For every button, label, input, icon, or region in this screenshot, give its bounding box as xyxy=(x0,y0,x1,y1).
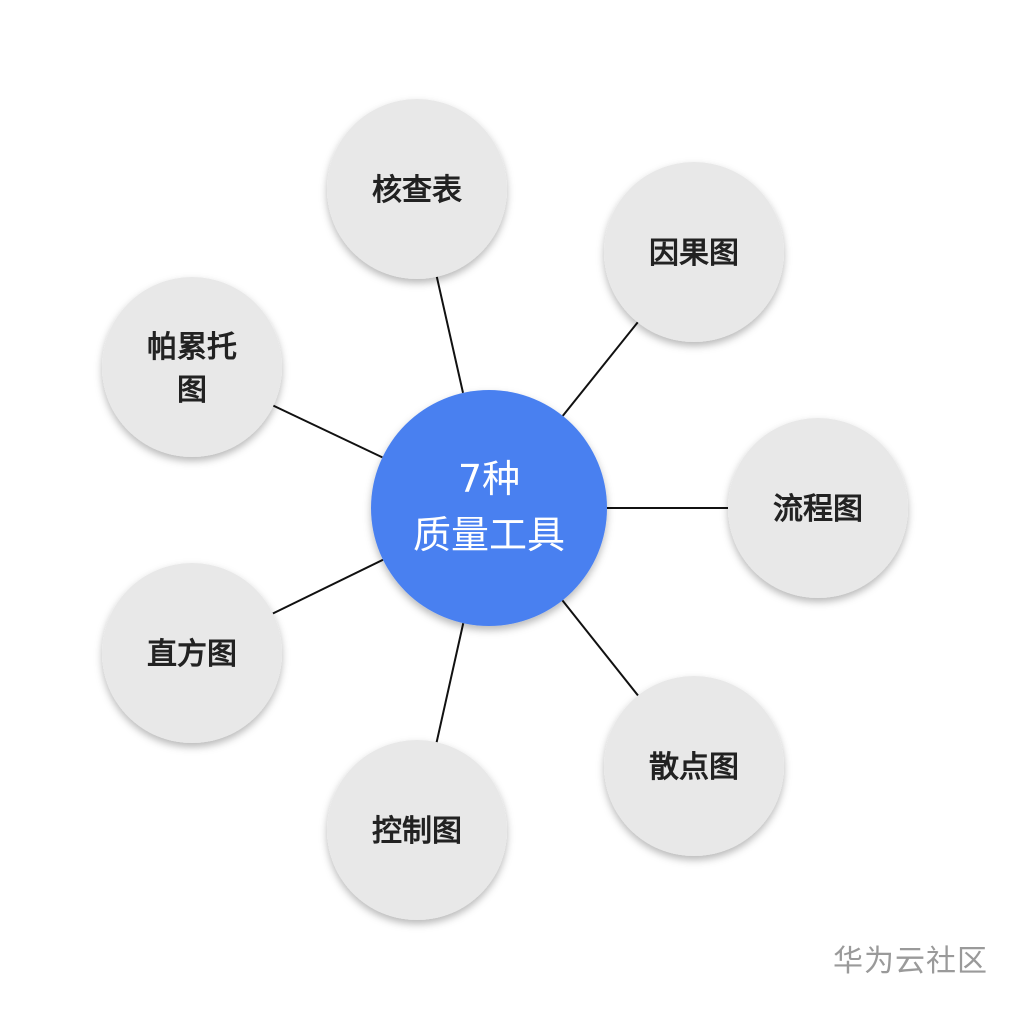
node-label: 散点图 xyxy=(649,750,739,785)
connector-line xyxy=(435,276,464,394)
hub-label-line1: 7种 xyxy=(458,457,520,501)
node-circle xyxy=(327,99,507,279)
node-circle xyxy=(102,563,282,743)
hub-node: 7种 质量工具 xyxy=(371,390,607,626)
node-label: 控制图 xyxy=(372,814,462,849)
connector-line xyxy=(272,404,383,459)
node-histogram: 直方图 xyxy=(102,563,282,743)
connector-line xyxy=(561,321,639,417)
node-circle xyxy=(327,740,507,920)
node-cause-effect: 因果图 xyxy=(604,162,784,342)
node-check-sheet: 核查表 xyxy=(327,99,507,279)
node-flowchart: 流程图 xyxy=(728,418,908,598)
node-label-line2: 图 xyxy=(177,373,207,408)
connector-line xyxy=(435,622,465,743)
node-label-line1: 帕累托 xyxy=(147,330,237,365)
hub-circle xyxy=(371,390,607,626)
hub-label-line2: 质量工具 xyxy=(413,513,565,557)
node-scatter: 散点图 xyxy=(604,676,784,856)
node-circle xyxy=(604,676,784,856)
node-label: 因果图 xyxy=(649,236,739,271)
node-pareto: 帕累托 图 xyxy=(102,277,282,457)
node-circle xyxy=(728,418,908,598)
node-label: 流程图 xyxy=(773,492,863,527)
node-circle xyxy=(102,277,282,457)
connector-lines xyxy=(272,276,728,743)
watermark-text: 华为云社区 xyxy=(833,944,988,979)
connector-line xyxy=(272,558,384,615)
connector-line xyxy=(561,599,639,697)
node-control-chart: 控制图 xyxy=(327,740,507,920)
node-label: 直方图 xyxy=(147,637,237,672)
node-label: 核查表 xyxy=(372,173,462,208)
node-circle xyxy=(604,162,784,342)
